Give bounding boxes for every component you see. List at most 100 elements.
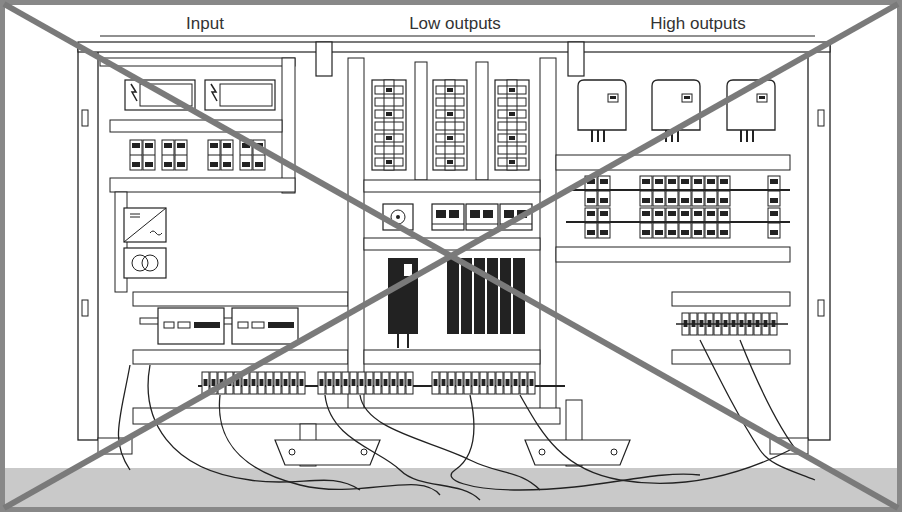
cabinet-part (566, 221, 790, 223)
cabinet-part (133, 292, 348, 306)
cabinet-part (142, 255, 158, 271)
cabinet-part (100, 58, 295, 66)
cabinet-part (250, 372, 257, 394)
cabinet-part (485, 258, 487, 334)
cabinet-part (672, 292, 790, 306)
cabinet-part (290, 372, 297, 394)
cabinet-part (539, 449, 545, 455)
cabinet-part (466, 204, 498, 230)
cabinet-part (100, 35, 815, 36)
cabinet-part (676, 323, 788, 325)
cabinet-part (78, 42, 830, 52)
cabinet-part (372, 80, 406, 170)
zone-label: Input (180, 14, 230, 34)
cabinet-part (396, 215, 400, 219)
cabinet-part (390, 372, 397, 394)
cabinet-part (528, 372, 535, 394)
cabinet-part (496, 372, 503, 394)
cabinet-part (360, 395, 540, 490)
cabinet-part (566, 189, 790, 191)
cabinet-part (407, 334, 409, 348)
cabinet-part (282, 372, 289, 394)
cabinet-part (808, 45, 830, 440)
cabinet-part (325, 395, 480, 500)
cabinet-part (133, 408, 560, 424)
cabinet-part (158, 308, 224, 344)
cabinet-part (274, 372, 281, 394)
cabinet-part (82, 300, 88, 316)
cabinet-part (495, 80, 529, 170)
cabinet-part (520, 372, 527, 394)
cabinet-part (476, 62, 488, 180)
cabinet-part (578, 80, 626, 142)
cabinet-part (556, 247, 790, 262)
cabinet-part (480, 372, 487, 394)
cabinet-part (464, 372, 471, 394)
zone-label: High outputs (644, 14, 751, 34)
cabinet-part (498, 258, 500, 334)
cabinet-part (556, 155, 790, 170)
cabinet-part (361, 449, 367, 455)
cabinet-part (415, 62, 427, 180)
cabinet-part (266, 372, 273, 394)
cabinet-part (110, 120, 282, 132)
cabinet-part (124, 248, 166, 278)
cabinet-part (382, 372, 389, 394)
cabinet-part (568, 42, 584, 76)
cabinet-part (326, 372, 333, 394)
cabinet-part (150, 231, 162, 235)
cabinet-part (118, 365, 130, 470)
cabinet-part (158, 308, 298, 344)
cabinet-part (252, 322, 264, 328)
cabinet-part (366, 372, 373, 394)
cabinet-part (342, 372, 349, 394)
cabinet-part (652, 80, 700, 142)
cabinet-part (205, 80, 275, 110)
cabinet-part (4, 4, 898, 508)
cabinet-part (397, 334, 399, 348)
cabinet-part (472, 372, 479, 394)
cabinet-part (511, 258, 513, 334)
cabinet-part (143, 140, 155, 170)
cabinet-part (130, 217, 140, 218)
cabinet-part (358, 372, 365, 394)
cabinet-part (456, 372, 463, 394)
cabinet-part (175, 140, 187, 170)
cabinet-part (374, 372, 381, 394)
cabinet-part (566, 176, 790, 238)
cabinet-part (447, 258, 525, 334)
cabinet-part (818, 300, 824, 316)
cabinet-part (433, 80, 467, 170)
cabinet-part (611, 449, 617, 455)
cabinet-part (208, 140, 220, 170)
cabinet-part (221, 140, 233, 170)
cabinet-part (164, 322, 174, 328)
cabinet-part (131, 84, 137, 101)
cabinet-part (4, 4, 898, 508)
cabinet-part (520, 395, 790, 483)
cabinet-part (132, 255, 148, 271)
cabinet-part (700, 340, 815, 480)
cabinet-part (194, 322, 220, 328)
cabinet-part (148, 365, 360, 490)
cabinet-part (220, 84, 272, 106)
cabinet-part (316, 42, 332, 76)
cabinet-part (232, 308, 298, 344)
cabinet-part (219, 395, 440, 495)
cabinet-part (388, 258, 418, 334)
cabinet-part (3, 3, 900, 510)
cabinet-part (364, 180, 540, 192)
cabinet-part (404, 264, 412, 276)
cabinet-part (124, 208, 166, 242)
cabinet-part (432, 204, 464, 230)
cabinet-part (130, 214, 140, 215)
cabinet-part (258, 372, 265, 394)
cabinet-part (818, 110, 824, 126)
cabinet-part (118, 340, 815, 500)
cabinet-part (268, 322, 294, 328)
cabinet-part (672, 350, 790, 364)
cabinet-part (133, 350, 348, 364)
cabinet-part (211, 84, 217, 101)
cabinet-part (350, 372, 357, 394)
cabinet-part (488, 372, 495, 394)
